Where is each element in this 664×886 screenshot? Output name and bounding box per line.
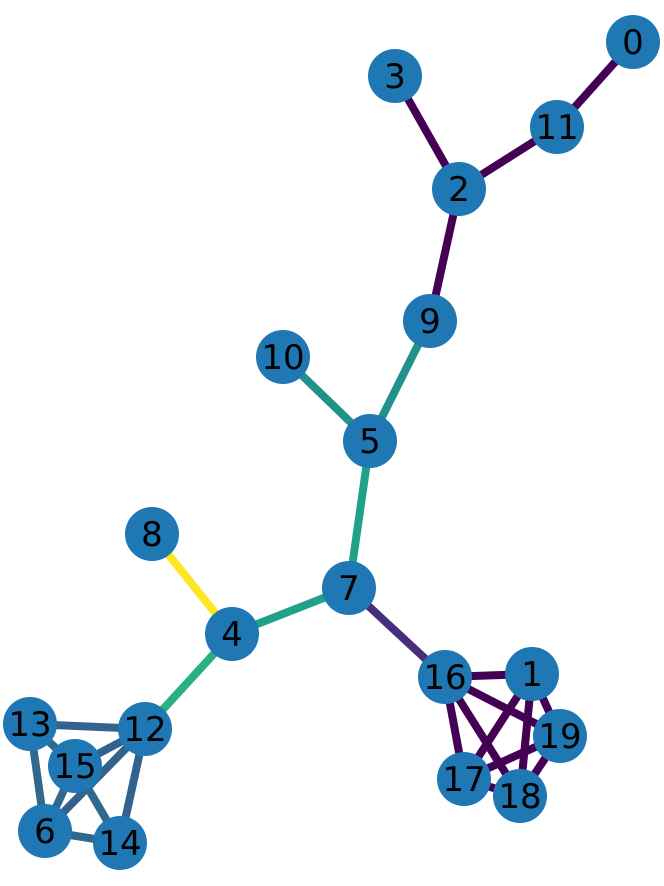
node-circle-12: [118, 702, 172, 756]
node-circle-7: [322, 561, 376, 615]
node-circle-14: [93, 816, 147, 870]
node-circle-3: [368, 49, 422, 103]
node-label-19: 19: [538, 717, 581, 757]
node-label-2: 2: [448, 170, 470, 210]
node-label-18: 18: [498, 777, 541, 817]
node-15: 15: [48, 739, 102, 793]
node-18: 18: [493, 769, 547, 823]
node-0: 0: [606, 15, 660, 69]
node-label-15: 15: [53, 747, 96, 787]
node-circle-10: [256, 330, 310, 384]
node-10: 10: [256, 330, 310, 384]
node-16: 16: [418, 650, 472, 704]
node-circle-17: [437, 752, 491, 806]
node-label-16: 16: [423, 658, 466, 698]
node-17: 17: [437, 752, 491, 806]
node-11: 11: [530, 100, 584, 154]
node-5: 5: [343, 414, 397, 468]
node-circle-16: [418, 650, 472, 704]
node-label-1: 1: [521, 655, 543, 695]
node-circle-2: [432, 162, 486, 216]
node-circle-5: [343, 414, 397, 468]
node-13: 13: [3, 697, 57, 751]
node-6: 6: [18, 804, 72, 858]
node-9: 9: [403, 294, 457, 348]
node-circle-6: [18, 804, 72, 858]
node-2: 2: [432, 162, 486, 216]
node-circle-13: [3, 697, 57, 751]
node-label-7: 7: [338, 569, 360, 609]
node-circle-19: [533, 709, 587, 763]
node-label-9: 9: [419, 302, 441, 342]
node-label-6: 6: [34, 812, 56, 852]
node-1: 1: [505, 647, 559, 701]
node-label-14: 14: [98, 824, 141, 864]
node-label-12: 12: [123, 710, 166, 750]
node-4: 4: [205, 607, 259, 661]
node-14: 14: [93, 816, 147, 870]
node-label-11: 11: [535, 108, 578, 148]
node-19: 19: [533, 709, 587, 763]
node-circle-1: [505, 647, 559, 701]
node-circle-0: [606, 15, 660, 69]
node-circle-8: [125, 507, 179, 561]
node-7: 7: [322, 561, 376, 615]
node-label-13: 13: [8, 705, 51, 745]
node-circle-18: [493, 769, 547, 823]
node-label-8: 8: [141, 515, 163, 555]
node-3: 3: [368, 49, 422, 103]
node-circle-15: [48, 739, 102, 793]
node-circle-11: [530, 100, 584, 154]
node-12: 12: [118, 702, 172, 756]
node-8: 8: [125, 507, 179, 561]
node-circle-4: [205, 607, 259, 661]
node-label-5: 5: [359, 422, 381, 462]
node-label-0: 0: [622, 23, 644, 63]
node-label-10: 10: [261, 338, 304, 378]
node-circle-9: [403, 294, 457, 348]
node-label-3: 3: [384, 57, 406, 97]
node-label-17: 17: [442, 760, 485, 800]
node-label-4: 4: [221, 615, 243, 655]
